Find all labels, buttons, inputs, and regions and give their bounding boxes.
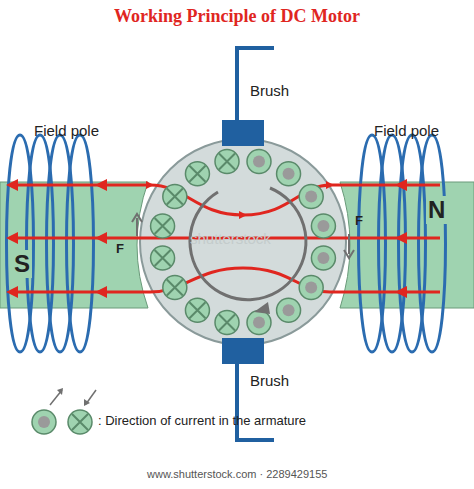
armature [140, 139, 346, 345]
brush [222, 338, 264, 364]
source-url: www.shutterstock.com · 2289429155 [147, 468, 327, 481]
armature-conductors [151, 150, 336, 335]
conductor [185, 298, 209, 322]
conductor [163, 276, 187, 300]
conductor [247, 310, 271, 334]
current-out-mark [317, 252, 329, 264]
force-arrow [132, 214, 354, 258]
current-in-mark [189, 302, 205, 318]
conductor [247, 150, 271, 174]
field-pole-label: Field pole [374, 122, 439, 139]
current-in-mark [155, 250, 171, 266]
brush-label: Brush [250, 82, 289, 99]
pole-letter: S [12, 250, 32, 278]
conductor [277, 162, 301, 186]
current-out-mark [283, 168, 295, 180]
brush [222, 120, 264, 146]
conductor [311, 246, 335, 270]
current-out-mark [317, 220, 329, 232]
conductor [215, 310, 239, 334]
conductor [311, 214, 335, 238]
current-in-mark [219, 154, 235, 170]
current-in-mark [219, 314, 235, 330]
conductor [151, 214, 175, 238]
field-coil [7, 135, 446, 352]
conductor [151, 246, 175, 270]
pole-letter: N [426, 196, 447, 224]
current-out-mark [253, 156, 265, 168]
current-out-mark [253, 316, 265, 328]
current-in-mark [167, 280, 183, 296]
field-lines [10, 185, 440, 292]
force-label: F [355, 214, 363, 229]
current-in-mark [167, 188, 183, 204]
title: Working Principle of DC Motor [114, 6, 360, 27]
coil-turn [419, 135, 446, 352]
coil-turn [67, 135, 94, 352]
current-in-mark [155, 218, 171, 234]
current-out-mark [305, 282, 317, 294]
legend-symbols [32, 388, 96, 434]
force-label: F [116, 242, 124, 257]
conductor [163, 184, 187, 208]
conductor [299, 184, 323, 208]
watermark: shutterstock [190, 230, 271, 247]
brush-label: Brush [250, 372, 289, 389]
conductor [277, 298, 301, 322]
current-out-mark [305, 190, 317, 202]
current-out-mark [283, 304, 295, 316]
conductor [299, 276, 323, 300]
legend-text: : Direction of current in the armature [98, 414, 306, 429]
conductor [215, 150, 239, 174]
field-pole-label: Field pole [34, 122, 99, 139]
conductor [185, 162, 209, 186]
current-in-mark [189, 166, 205, 182]
rotation-arrowhead [254, 302, 270, 314]
rotation-arrow [190, 188, 306, 300]
